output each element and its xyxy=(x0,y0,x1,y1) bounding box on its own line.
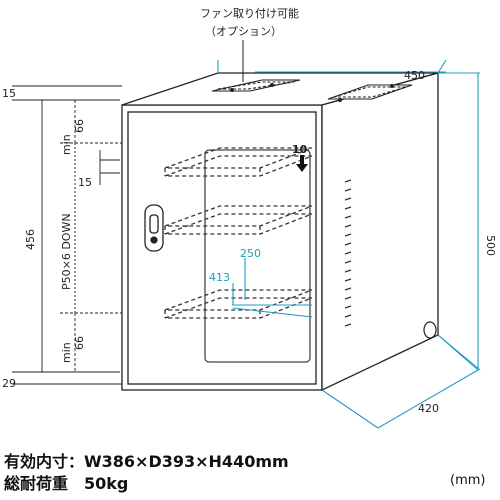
fan-panel-left xyxy=(211,79,301,92)
min-bottom-a: min xyxy=(60,342,73,363)
shelf-middle xyxy=(164,205,313,235)
min-bottom-b: 66 xyxy=(73,336,86,350)
cabinet-body xyxy=(121,72,439,392)
door-handle xyxy=(144,204,164,252)
top-hole xyxy=(230,88,234,92)
top-hole xyxy=(270,83,274,87)
callout-line1: ファン取り付け可能 xyxy=(200,6,299,20)
unit-label: (mm) xyxy=(450,473,486,488)
bottom-offset-label: 29 xyxy=(2,377,16,390)
side-cable-hole xyxy=(423,321,437,339)
top-offset-label: 15 xyxy=(2,87,16,100)
load-capacity-spec: 総耐荷重 50kg xyxy=(4,474,129,493)
side-vents xyxy=(344,179,352,327)
min-top-b: 66 xyxy=(73,119,86,133)
shelf-bottom xyxy=(164,289,313,319)
depth-label: 420 xyxy=(418,402,439,415)
top-hole xyxy=(338,98,342,102)
rail-offset-label: 15 xyxy=(78,176,92,189)
shelf-top xyxy=(164,147,313,177)
shelf-depth-label: 250 xyxy=(240,247,261,260)
shelf-dimension-lines xyxy=(232,258,313,318)
width-label: 450 xyxy=(404,69,425,82)
pitch-label: P50×6 DOWN xyxy=(60,213,73,290)
down-arrow-icon xyxy=(296,155,308,172)
shelf-width-label: 413 xyxy=(209,271,230,284)
fan-panel-right xyxy=(327,84,413,100)
inner-dimensions-spec: 有効内寸：W386×D393×H440mm xyxy=(4,452,289,471)
depth-dimension xyxy=(321,334,479,429)
height-label: 500 xyxy=(484,235,497,256)
height-dimension xyxy=(437,72,481,371)
min-top-a: min xyxy=(60,134,73,155)
callout-line2: （オプション） xyxy=(205,25,282,38)
arrow-label: 10 xyxy=(292,143,308,156)
left-dimension-lines xyxy=(12,85,122,385)
width-dimension xyxy=(217,59,447,74)
top-hole xyxy=(390,84,394,88)
overall-rail-label: 456 xyxy=(24,229,37,250)
